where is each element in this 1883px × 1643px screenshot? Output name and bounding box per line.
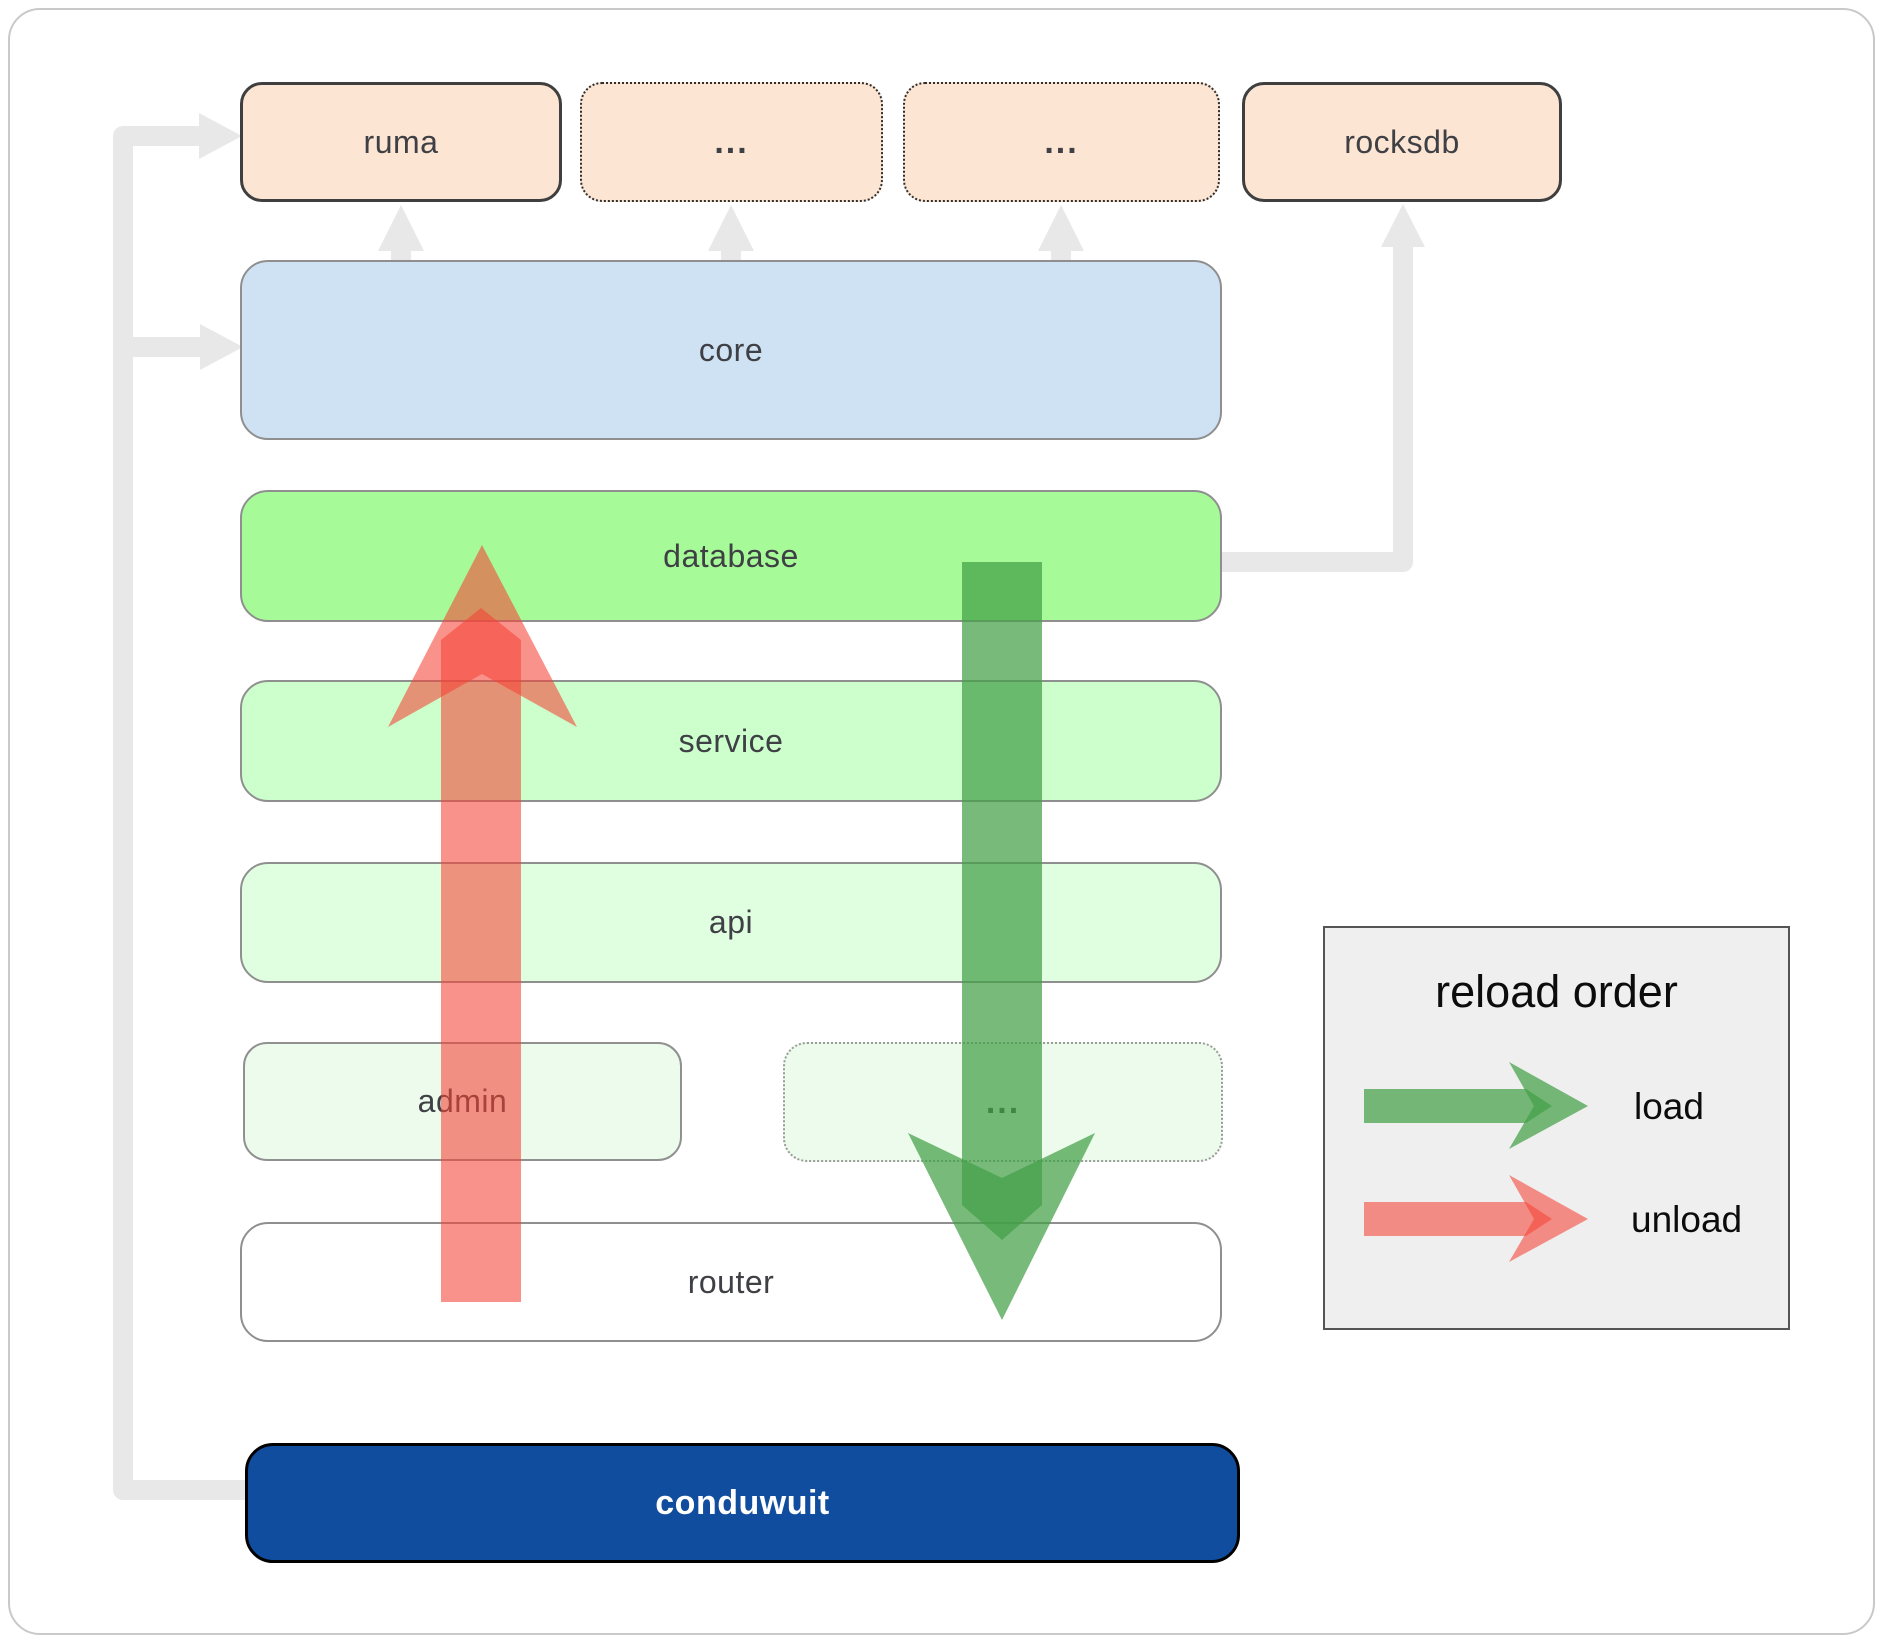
node-ruma-label: ruma	[363, 123, 439, 160]
node-api: api	[240, 862, 1222, 983]
node-rocksdb: rocksdb	[1242, 82, 1562, 202]
node-service-label: service	[678, 722, 784, 759]
node-core-label: core	[698, 331, 764, 368]
unload-arrow-up	[388, 545, 577, 1302]
node-dependency-2: ...	[903, 82, 1220, 202]
node-router-label: router	[687, 1263, 775, 1300]
legend-unload-label: unload	[1631, 1199, 1743, 1240]
arrowhead-into-ruma	[199, 113, 242, 159]
node-ruma: ruma	[240, 82, 562, 202]
connector-conduwuit-ruma	[113, 126, 245, 1500]
node-dependency-1: ...	[580, 82, 883, 202]
arrowhead-core-to-deps2	[1038, 205, 1084, 251]
node-dependency-1-label: ...	[714, 122, 749, 161]
node-core: core	[240, 260, 1222, 440]
node-router: router	[240, 1222, 1222, 1342]
legend: reload order load unload	[1323, 926, 1790, 1330]
connector-database-rocksdb	[1222, 247, 1413, 572]
arrowhead-into-core	[200, 324, 243, 370]
load-arrow-down	[908, 562, 1095, 1320]
legend-unload-arrow	[1364, 1175, 1588, 1262]
legend-load-arrow	[1364, 1062, 1588, 1149]
arrowhead-into-rocksdb	[1381, 204, 1425, 247]
node-database: database	[240, 490, 1222, 622]
legend-title: reload order	[1435, 966, 1678, 1017]
legend-load-label: load	[1634, 1086, 1704, 1127]
node-api-label: api	[708, 904, 754, 940]
node-conduwuit-label: conduwuit	[655, 1483, 830, 1522]
arrowhead-core-to-deps1	[708, 205, 754, 251]
node-rocksdb-label: rocksdb	[1344, 123, 1460, 160]
node-dependency-2-label: ...	[1044, 122, 1079, 161]
node-database-label: database	[663, 537, 799, 574]
arrowhead-core-to-ruma	[378, 205, 424, 251]
node-conduwuit: conduwuit	[245, 1443, 1240, 1563]
